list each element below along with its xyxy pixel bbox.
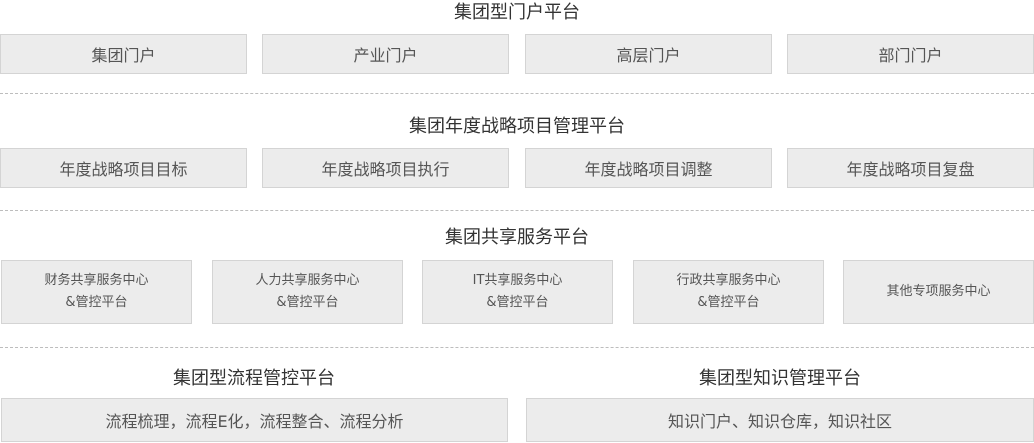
process-platform-title: 集团型流程管控平台 <box>173 368 335 389</box>
strategy-execution-box: 年度战略项目执行 <box>262 148 509 188</box>
strategy-goal-box: 年度战略项目目标 <box>0 148 247 188</box>
admin-shared-service-box: 行政共享服务中心 &管控平台 <box>633 260 824 324</box>
finance-shared-service-box: 财务共享服务中心 &管控平台 <box>1 260 192 324</box>
department-portal-box: 部门门户 <box>787 34 1034 74</box>
divider-3 <box>0 347 1034 348</box>
divider-2 <box>0 210 1034 211</box>
knowledge-management-box: 知识门户、知识仓库，知识社区 <box>526 398 1034 442</box>
strategy-platform-title: 集团年度战略项目管理平台 <box>409 116 625 137</box>
hr-shared-service-line2: &管控平台 <box>276 295 339 310</box>
finance-shared-service-line2: &管控平台 <box>65 295 128 310</box>
it-shared-service-box: IT共享服务中心 &管控平台 <box>422 260 613 324</box>
executive-portal-box: 高层门户 <box>525 34 772 74</box>
it-shared-service-line2: &管控平台 <box>486 295 549 310</box>
group-portal-box: 集团门户 <box>0 34 247 74</box>
shared-service-platform-title: 集团共享服务平台 <box>445 227 589 248</box>
portal-platform-title: 集团型门户平台 <box>454 2 580 23</box>
hr-shared-service-line1: 人力共享服务中心 <box>255 273 360 288</box>
divider-1 <box>0 93 1034 94</box>
knowledge-platform-title: 集团型知识管理平台 <box>699 368 861 389</box>
strategy-review-box: 年度战略项目复盘 <box>787 148 1034 188</box>
admin-shared-service-line1: 行政共享服务中心 <box>676 273 781 288</box>
process-management-box: 流程梳理，流程E化，流程整合、流程分析 <box>1 398 508 442</box>
it-shared-service-line1: IT共享服务中心 <box>472 273 563 288</box>
admin-shared-service-line2: &管控平台 <box>697 295 760 310</box>
finance-shared-service-line1: 财务共享服务中心 <box>44 273 149 288</box>
strategy-adjustment-box: 年度战略项目调整 <box>525 148 772 188</box>
industry-portal-box: 产业门户 <box>262 34 509 74</box>
hr-shared-service-box: 人力共享服务中心 &管控平台 <box>212 260 403 324</box>
other-special-service-box: 其他专项服务中心 <box>843 260 1034 324</box>
